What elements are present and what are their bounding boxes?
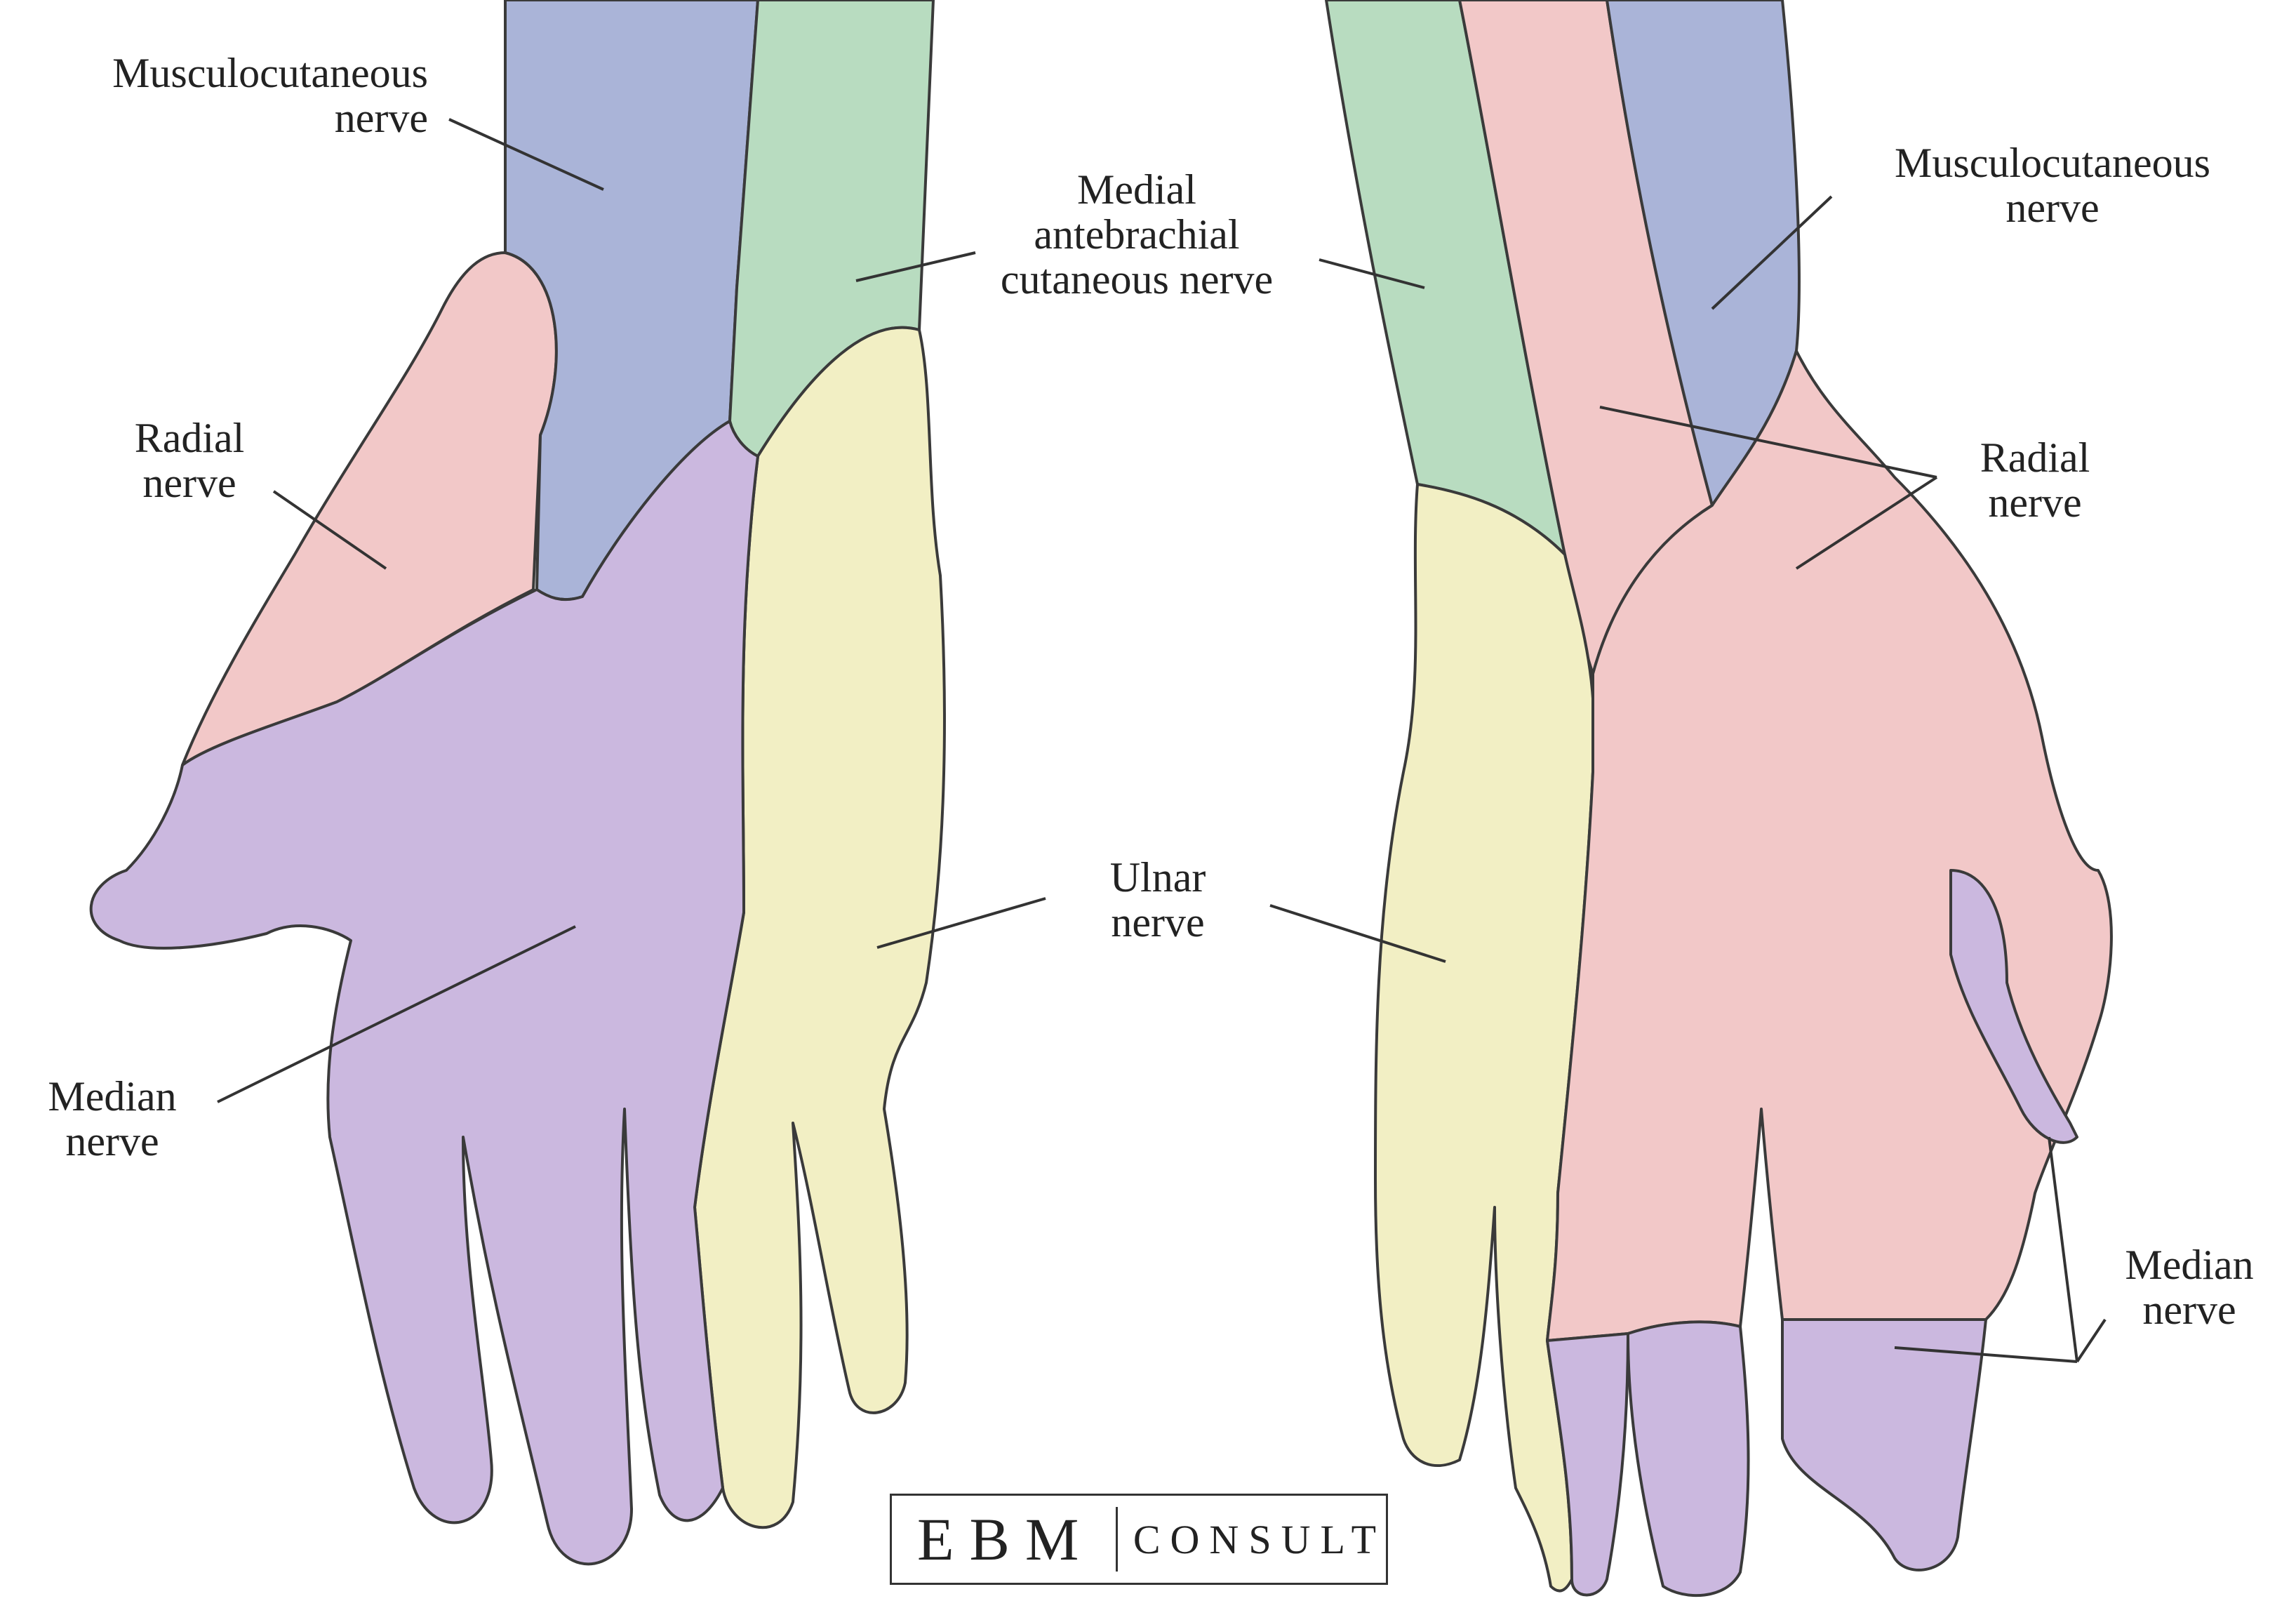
label-musculocutaneous-left: Musculocutaneous nerve (14, 51, 428, 140)
label-median-left: Median nerve (14, 1074, 211, 1164)
region-median-right-middle (1628, 1322, 1749, 1595)
label-medial-antebrachial: Medial antebrachial cutaneous nerve (954, 167, 1319, 302)
label-radial-left: Radial nerve (84, 416, 295, 505)
ebm-consult-logo: EBM CONSULT (890, 1494, 1388, 1585)
left-hand-palmar (91, 0, 945, 1564)
logo-mark: EBM (892, 1504, 1112, 1574)
region-median-right-index (1782, 1320, 1986, 1570)
label-median-right: Median nerve (2091, 1242, 2288, 1332)
label-radial-right: Radial nerve (1937, 435, 2133, 525)
leader-median-right-a (2049, 1137, 2077, 1362)
label-musculocutaneous-right: Musculocutaneous nerve (1838, 140, 2267, 230)
logo-divider (1116, 1507, 1118, 1572)
logo-text: CONSULT (1133, 1516, 1386, 1563)
label-ulnar: Ulnar nerve (1053, 855, 1263, 945)
